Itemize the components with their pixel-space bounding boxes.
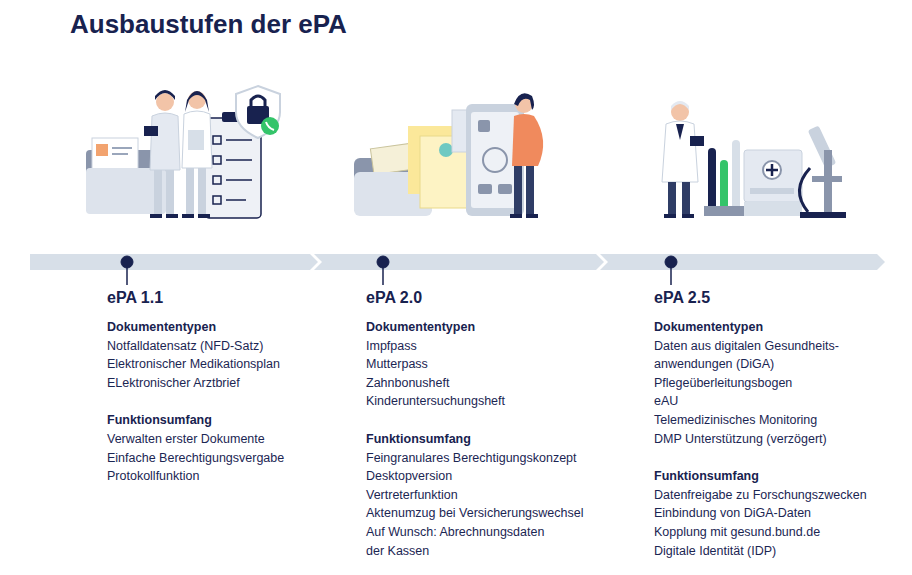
- stage-column: ePA 2.5DokumententypenDaten aus digitale…: [654, 288, 880, 560]
- section-heading: Funktionsumfang: [107, 411, 284, 430]
- list-item: eAU: [654, 392, 880, 411]
- illustration-documents: [354, 93, 543, 218]
- list-item: Telemedizinisches Monitoring: [654, 411, 880, 430]
- list-item: Kopplung mit gesund.bund.de: [654, 523, 880, 542]
- list-item: Zahnbonusheft: [366, 374, 583, 393]
- stage-heading: ePA 2.0: [366, 288, 583, 308]
- page-title: Ausbaustufen der ePA: [70, 8, 347, 40]
- list-item: Daten aus digitalen Gesundheits- anwendu…: [654, 337, 880, 374]
- illustration-records: [86, 86, 280, 218]
- list-item: Impfpass: [366, 337, 583, 356]
- list-item: DMP Unterstützung (verzögert): [654, 430, 880, 449]
- list-item: Einfache Berechtigungsvergabe: [107, 449, 284, 468]
- section-heading: Dokumententypen: [654, 318, 880, 337]
- section-heading: Dokumententypen: [366, 318, 583, 337]
- list-item: Desktopversion: [366, 467, 583, 486]
- list-item: Feingranulares Berechtigungskonzept: [366, 449, 583, 468]
- section-heading: Dokumententypen: [107, 318, 284, 337]
- list-item: Auf Wunsch: Abrechnungsdaten der Kassen: [366, 523, 552, 560]
- list-item: Verwalten erster Dokumente: [107, 430, 284, 449]
- stage-heading: ePA 2.5: [654, 288, 880, 308]
- list-item: Notfalldatensatz (NFD-Satz): [107, 337, 284, 356]
- timeline-band: [30, 254, 885, 270]
- section-heading: Funktionsumfang: [366, 430, 583, 449]
- list-item: Elektronischer Medikationsplan: [107, 355, 284, 374]
- list-item: Mutterpass: [366, 355, 583, 374]
- list-item: Aktenumzug bei Versicherungswechsel: [366, 504, 583, 523]
- list-item: ELektronischer Arztbrief: [107, 374, 284, 393]
- stage-heading: ePA 1.1: [107, 288, 284, 308]
- list-item: Einbindung von DiGA-Daten: [654, 504, 880, 523]
- illustration-lab: [662, 101, 846, 218]
- section-heading: Funktionsumfang: [654, 467, 880, 486]
- list-item: Kinderuntersuchungsheft: [366, 392, 583, 411]
- timeline-marker: [121, 256, 677, 285]
- stage-column: ePA 2.0DokumententypenImpfpassMutterpass…: [366, 288, 583, 560]
- list-item: Pflegeüberleitungsbogen: [654, 374, 880, 393]
- list-item: Vertreterfunktion: [366, 486, 583, 505]
- stage-column: ePA 1.1DokumententypenNotfalldatensatz (…: [107, 288, 284, 486]
- list-item: Datenfreigabe zu Forschungszwecken: [654, 486, 880, 505]
- list-item: Protokollfunktion: [107, 467, 284, 486]
- list-item: Digitale Identität (IDP): [654, 542, 880, 561]
